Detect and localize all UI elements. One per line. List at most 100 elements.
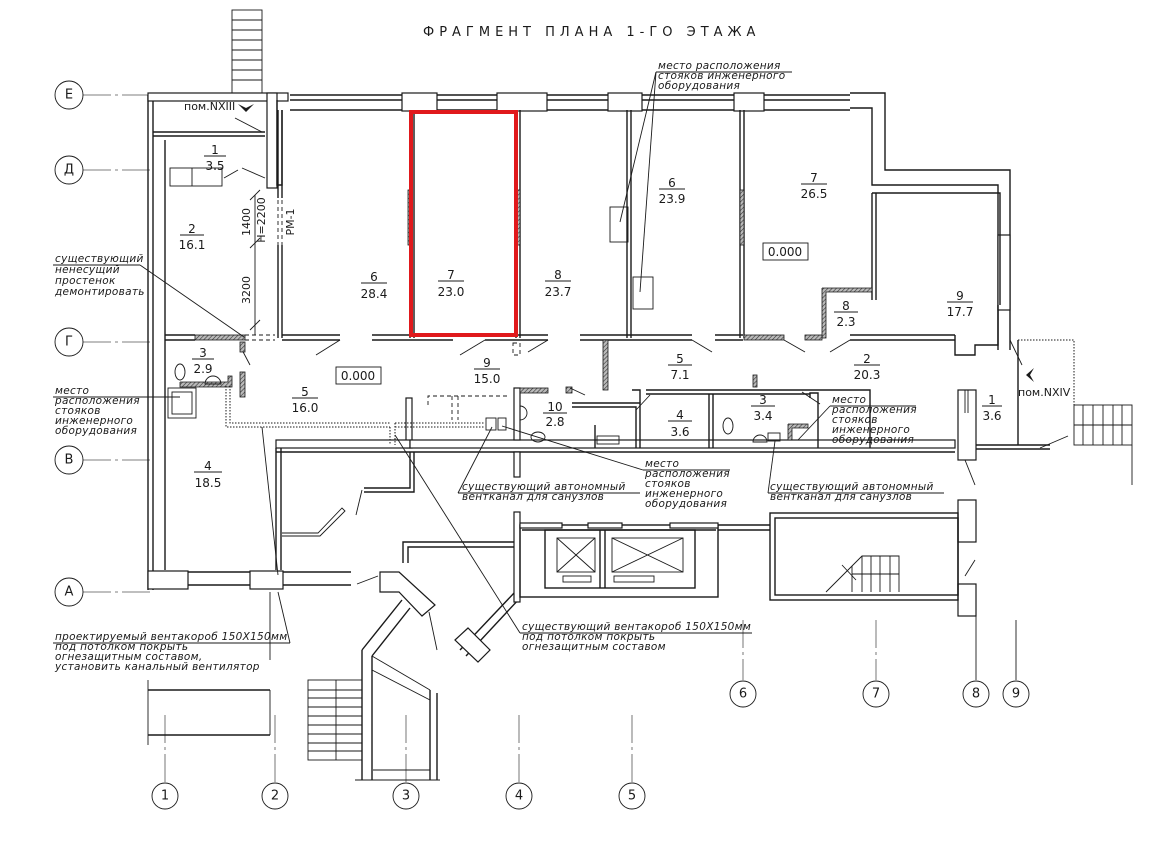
svg-text:расположения: расположения: [54, 395, 140, 407]
axis-marker-col-1: 1: [151, 782, 179, 810]
svg-text:23.7: 23.7: [545, 285, 572, 299]
svg-text:А: А: [65, 585, 74, 600]
svg-text:3: 3: [199, 346, 207, 360]
svg-text:5: 5: [676, 352, 684, 366]
axis-marker-col-3: 3: [392, 782, 420, 810]
svg-text:Е: Е: [65, 88, 73, 103]
svg-text:простенок: простенок: [55, 275, 116, 287]
svg-text:расположения: расположения: [831, 404, 917, 416]
svg-text:оборудования: оборудования: [832, 434, 914, 446]
svg-text:15.0: 15.0: [474, 372, 501, 386]
svg-text:3: 3: [402, 789, 410, 804]
level-mark: 0.000: [341, 369, 375, 383]
svg-text:расположения: расположения: [644, 468, 730, 480]
svg-text:4: 4: [515, 789, 523, 804]
svg-text:2.3: 2.3: [836, 315, 855, 329]
svg-text:4: 4: [676, 408, 684, 422]
svg-text:8: 8: [972, 687, 980, 702]
svg-text:1400: 1400: [240, 208, 253, 236]
svg-text:1: 1: [988, 393, 996, 407]
room-label: 4 3.6: [668, 408, 692, 439]
vent-duct-route: [225, 386, 510, 445]
riser-boxes: [609, 206, 654, 310]
note-vent-left: существующий автономный вентканал для са…: [457, 426, 640, 503]
note-demolish-wall: существующий ненесущий простенок демонти…: [53, 253, 245, 338]
svg-text:5: 5: [628, 789, 636, 804]
svg-text:существующий автономный: существующий автономный: [462, 481, 626, 493]
room-label: 6 23.9: [659, 176, 686, 206]
svg-text:установить канальный вентилято: установить канальный вентилятор: [54, 661, 260, 673]
svg-text:огнезащитным составом,: огнезащитным составом,: [55, 651, 203, 663]
room-label: 8 2.3: [834, 299, 858, 329]
svg-text:H=2200: H=2200: [255, 197, 268, 242]
axis-marker-col-4: 4: [505, 782, 533, 810]
room-label: 2 16.1: [179, 222, 206, 252]
svg-text:4: 4: [204, 459, 212, 473]
room-label: 10 2.8: [543, 400, 567, 429]
svg-text:2: 2: [188, 222, 196, 236]
axis-marker-row-d: Д: [54, 155, 84, 185]
premise-nxiv-label: пом.NXIV: [1018, 386, 1071, 399]
svg-text:огнезащитным составом: огнезащитным составом: [522, 641, 666, 653]
svg-text:3.6: 3.6: [982, 409, 1001, 423]
svg-text:9: 9: [483, 356, 491, 370]
highlighted-room-7[interactable]: [409, 110, 518, 337]
room-label: 3 3.4: [751, 393, 775, 423]
premise-nxiii-label: пом.NXIII: [184, 100, 235, 113]
axis-marker-col-2: 2: [261, 782, 289, 810]
arrow-down-icon: [238, 104, 254, 112]
svg-text:стояков: стояков: [832, 414, 878, 426]
svg-text:оборудования: оборудования: [55, 425, 137, 437]
axis-marker-col-8: 8: [962, 680, 990, 708]
arrow-left-icon: [1026, 368, 1034, 382]
svg-text:инженерного: инженерного: [55, 415, 133, 427]
svg-text:6: 6: [668, 176, 676, 190]
svg-text:РМ-1: РМ-1: [284, 208, 297, 235]
room-label: 9 15.0: [474, 356, 501, 386]
note-risers-left: место расположения стояков инженерного о…: [53, 385, 180, 437]
svg-text:7: 7: [872, 687, 880, 702]
svg-text:ненесущий: ненесущий: [55, 264, 120, 276]
svg-text:3.4: 3.4: [753, 409, 772, 423]
room-label: 9 17.7: [947, 289, 974, 319]
level-marks: 0.000 0.000: [335, 242, 809, 385]
svg-text:1: 1: [161, 789, 169, 804]
svg-text:23.9: 23.9: [659, 192, 686, 206]
axis-marker-col-5: 5: [618, 782, 646, 810]
svg-text:26.5: 26.5: [801, 187, 828, 201]
svg-text:стояков: стояков: [55, 405, 101, 417]
svg-text:28.4: 28.4: [361, 287, 388, 301]
note-risers-top: место расположения стояков инженерного о…: [619, 60, 792, 293]
svg-text:вентканал для санузлов: вентканал для санузлов: [462, 491, 604, 503]
note-risers-mid: место расположения стояков инженерного о…: [501, 425, 730, 510]
svg-text:8: 8: [554, 268, 562, 282]
axis-marker-col-7: 7: [862, 680, 890, 708]
svg-text:существующий автономный: существующий автономный: [770, 481, 934, 493]
axis-marker-col-9: 9: [1002, 680, 1030, 708]
svg-text:3200: 3200: [240, 276, 253, 304]
note-vent-right: существующий автономный вентканал для са…: [767, 440, 944, 503]
svg-text:7: 7: [447, 268, 455, 282]
svg-text:1: 1: [211, 143, 219, 157]
svg-text:стояков: стояков: [645, 478, 691, 490]
room-label: 8 23.7: [545, 268, 572, 299]
axis-marker-row-e: Е: [54, 80, 84, 110]
axis-marker-col-6: 6: [729, 680, 757, 708]
svg-text:оборудования: оборудования: [658, 80, 740, 92]
room-label: 7 26.5: [801, 171, 828, 201]
axis-marker-row-g: Г: [54, 327, 84, 357]
svg-text:10: 10: [547, 400, 562, 414]
room-label-highlighted: 7 23.0: [438, 268, 465, 299]
plan-title: ФРАГМЕНТ ПЛАНА 1-ГО ЭТАЖА: [423, 25, 760, 40]
svg-text:демонтировать: демонтировать: [54, 286, 145, 298]
svg-text:6: 6: [370, 270, 378, 284]
svg-text:9: 9: [1012, 687, 1020, 702]
svg-text:23.0: 23.0: [438, 285, 465, 299]
svg-text:17.7: 17.7: [947, 305, 974, 319]
svg-text:проектируемый вентакороб 150Х1: проектируемый вентакороб 150Х150мм: [55, 631, 287, 643]
row-axes: Е Д Г В А: [54, 80, 150, 607]
dimensions: 1400 H=2200 3200 РМ-1: [240, 189, 297, 335]
level-mark: 0.000: [768, 245, 802, 259]
axis-marker-row-v: В: [54, 445, 84, 475]
